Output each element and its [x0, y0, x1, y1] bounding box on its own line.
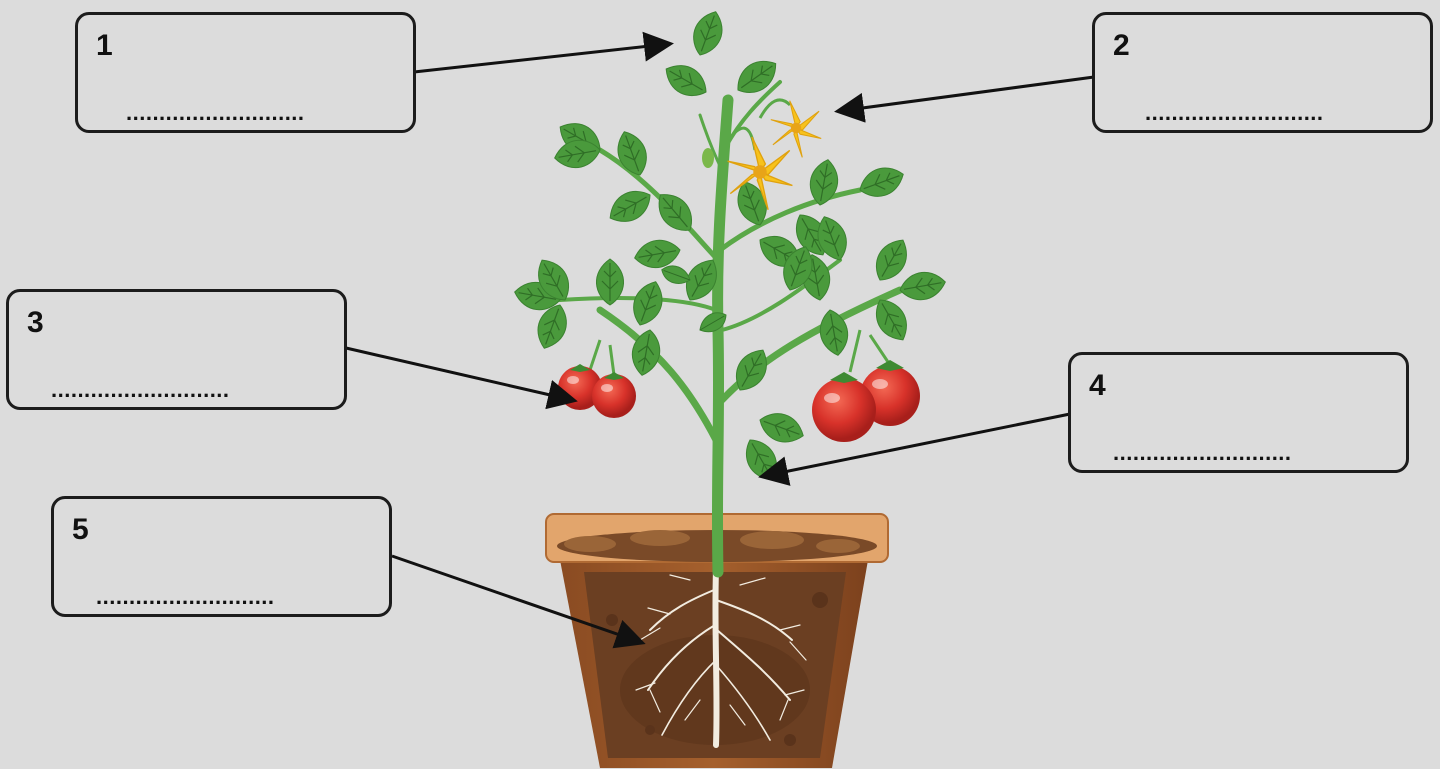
label-box-5[interactable]: 5 ........................... — [51, 496, 392, 617]
label-box-2[interactable]: 2 ........................... — [1092, 12, 1433, 133]
arrow-4 — [764, 414, 1070, 476]
answer-blank[interactable]: ........................... — [1145, 100, 1324, 126]
arrow-3 — [346, 348, 572, 400]
label-box-4[interactable]: 4 ........................... — [1068, 352, 1409, 473]
arrow-1 — [414, 44, 668, 72]
answer-blank[interactable]: ........................... — [51, 377, 230, 403]
label-number: 4 — [1089, 369, 1106, 403]
answer-blank[interactable]: ........................... — [1113, 440, 1292, 466]
answer-blank[interactable]: ........................... — [126, 100, 305, 126]
answer-blank[interactable]: ........................... — [96, 584, 275, 610]
label-number: 3 — [27, 306, 44, 340]
label-box-3[interactable]: 3 ........................... — [6, 289, 347, 410]
label-number: 5 — [72, 513, 89, 547]
label-number: 1 — [96, 29, 113, 63]
label-box-1[interactable]: 1 ........................... — [75, 12, 416, 133]
label-number: 2 — [1113, 29, 1130, 63]
stem — [560, 82, 900, 572]
arrow-2 — [840, 77, 1094, 111]
